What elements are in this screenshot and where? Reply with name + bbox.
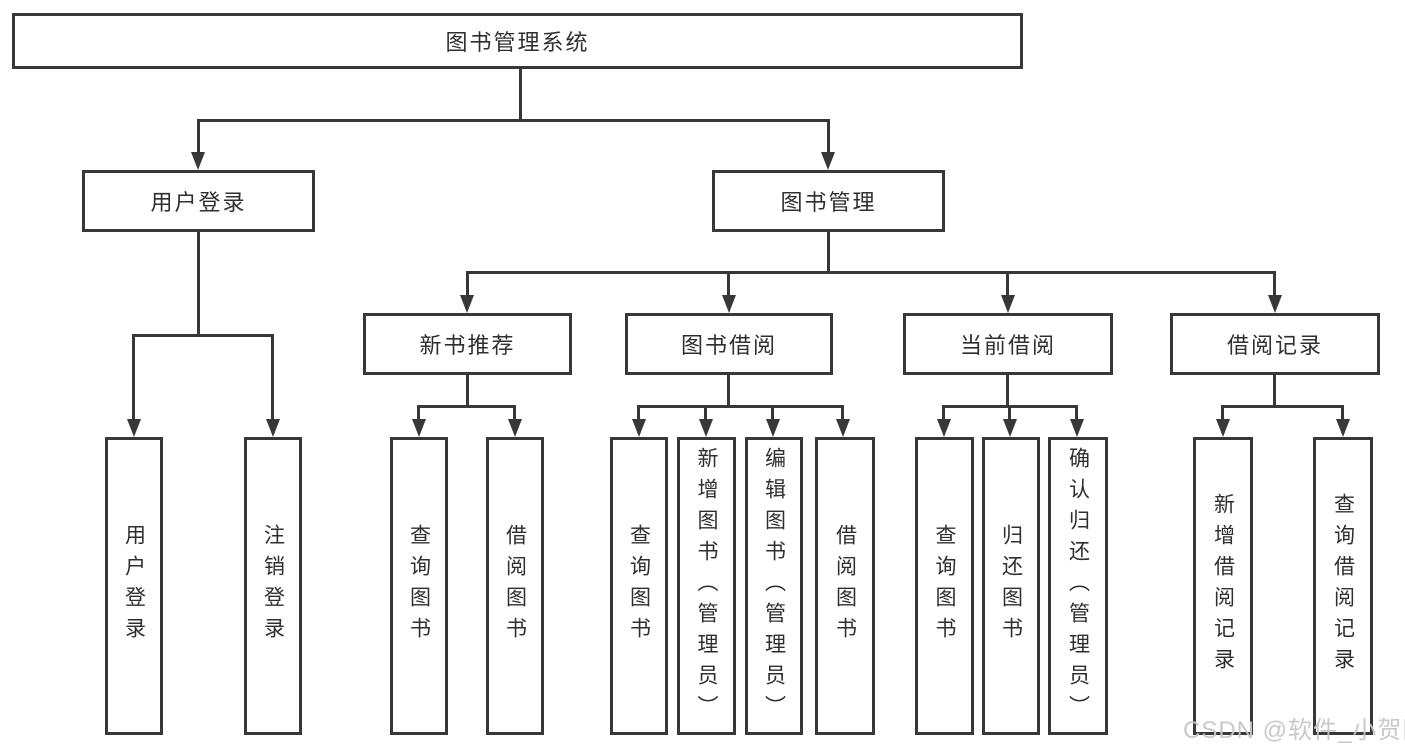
node-current-borrow: 当前借阅 (903, 313, 1113, 375)
connector-line (197, 232, 200, 335)
node-borrow-records: 借阅记录 (1170, 313, 1380, 375)
node-root: 图书管理系统 (12, 13, 1023, 69)
connector-arrow (191, 152, 205, 170)
connector-line (132, 334, 135, 419)
connector-arrow (1336, 419, 1350, 437)
connector-line (1273, 271, 1276, 297)
connector-arrow (766, 419, 780, 437)
leaf-edit-book-admin: 编辑图书（管理员） (745, 437, 803, 735)
connector-arrow (699, 419, 713, 437)
node-book-management: 图书管理 (712, 170, 945, 232)
connector-arrow (937, 419, 951, 437)
connector-line (727, 375, 730, 406)
connector-line (513, 405, 516, 421)
connector-line (417, 405, 516, 408)
leaf-query-books-current: 查询图书 (915, 437, 974, 735)
connector-line (197, 119, 830, 122)
connector-line (1221, 405, 1224, 421)
connector-arrow (632, 419, 646, 437)
connector-arrow (821, 152, 835, 170)
connector-arrow (460, 295, 474, 313)
connector-line (271, 334, 274, 419)
connector-arrow (1003, 419, 1017, 437)
connector-line (771, 405, 774, 421)
csdn-watermark: CSDN @软件_小贺同学 (1183, 717, 1405, 744)
connector-line (1075, 405, 1078, 421)
connector-line (1341, 405, 1344, 421)
connector-arrow (266, 419, 280, 437)
connector-line (942, 405, 945, 421)
connector-line (1006, 271, 1009, 297)
connector-arrow (127, 419, 141, 437)
leaf-add-borrow-record: 新增借阅记录 (1193, 437, 1253, 735)
connector-line (827, 119, 830, 153)
connector-line (827, 232, 830, 272)
node-book-borrow: 图书借阅 (625, 313, 833, 375)
leaf-return-book: 归还图书 (982, 437, 1040, 735)
leaf-logout: 注销登录 (244, 437, 302, 735)
connector-line (466, 375, 469, 406)
connector-arrow (412, 419, 426, 437)
connector-line (704, 405, 707, 421)
leaf-query-books-recommend: 查询图书 (390, 437, 448, 735)
connector-arrow (1216, 419, 1230, 437)
connector-line (132, 334, 274, 337)
connector-line (637, 405, 844, 408)
leaf-query-books-borrow: 查询图书 (610, 437, 668, 735)
leaf-user-login: 用户登录 (105, 437, 163, 735)
connector-line (841, 405, 844, 421)
connector-line (466, 271, 1276, 274)
connector-arrow (836, 419, 850, 437)
connector-line (466, 271, 469, 297)
node-user-login: 用户登录 (82, 170, 315, 232)
connector-line (1273, 375, 1276, 406)
leaf-borrow-books-recommend: 借阅图书 (486, 437, 544, 735)
connector-line (637, 405, 640, 421)
connector-arrow (1268, 295, 1282, 313)
connector-line (519, 68, 522, 120)
leaf-borrow-books-borrow: 借阅图书 (815, 437, 875, 735)
connector-arrow (508, 419, 522, 437)
leaf-confirm-return-admin: 确认归还（管理员） (1048, 437, 1108, 735)
connector-line (727, 271, 730, 297)
connector-line (1008, 405, 1011, 421)
node-new-book-recommend: 新书推荐 (363, 313, 572, 375)
connector-arrow (1070, 419, 1084, 437)
connector-line (417, 405, 420, 421)
leaf-add-book-admin: 新增图书（管理员） (677, 437, 736, 735)
connector-arrow (1001, 295, 1015, 313)
leaf-query-borrow-record: 查询借阅记录 (1313, 437, 1373, 735)
connector-line (1221, 405, 1344, 408)
connector-line (1006, 375, 1009, 406)
connector-arrow (722, 295, 736, 313)
connector-line (197, 119, 200, 153)
